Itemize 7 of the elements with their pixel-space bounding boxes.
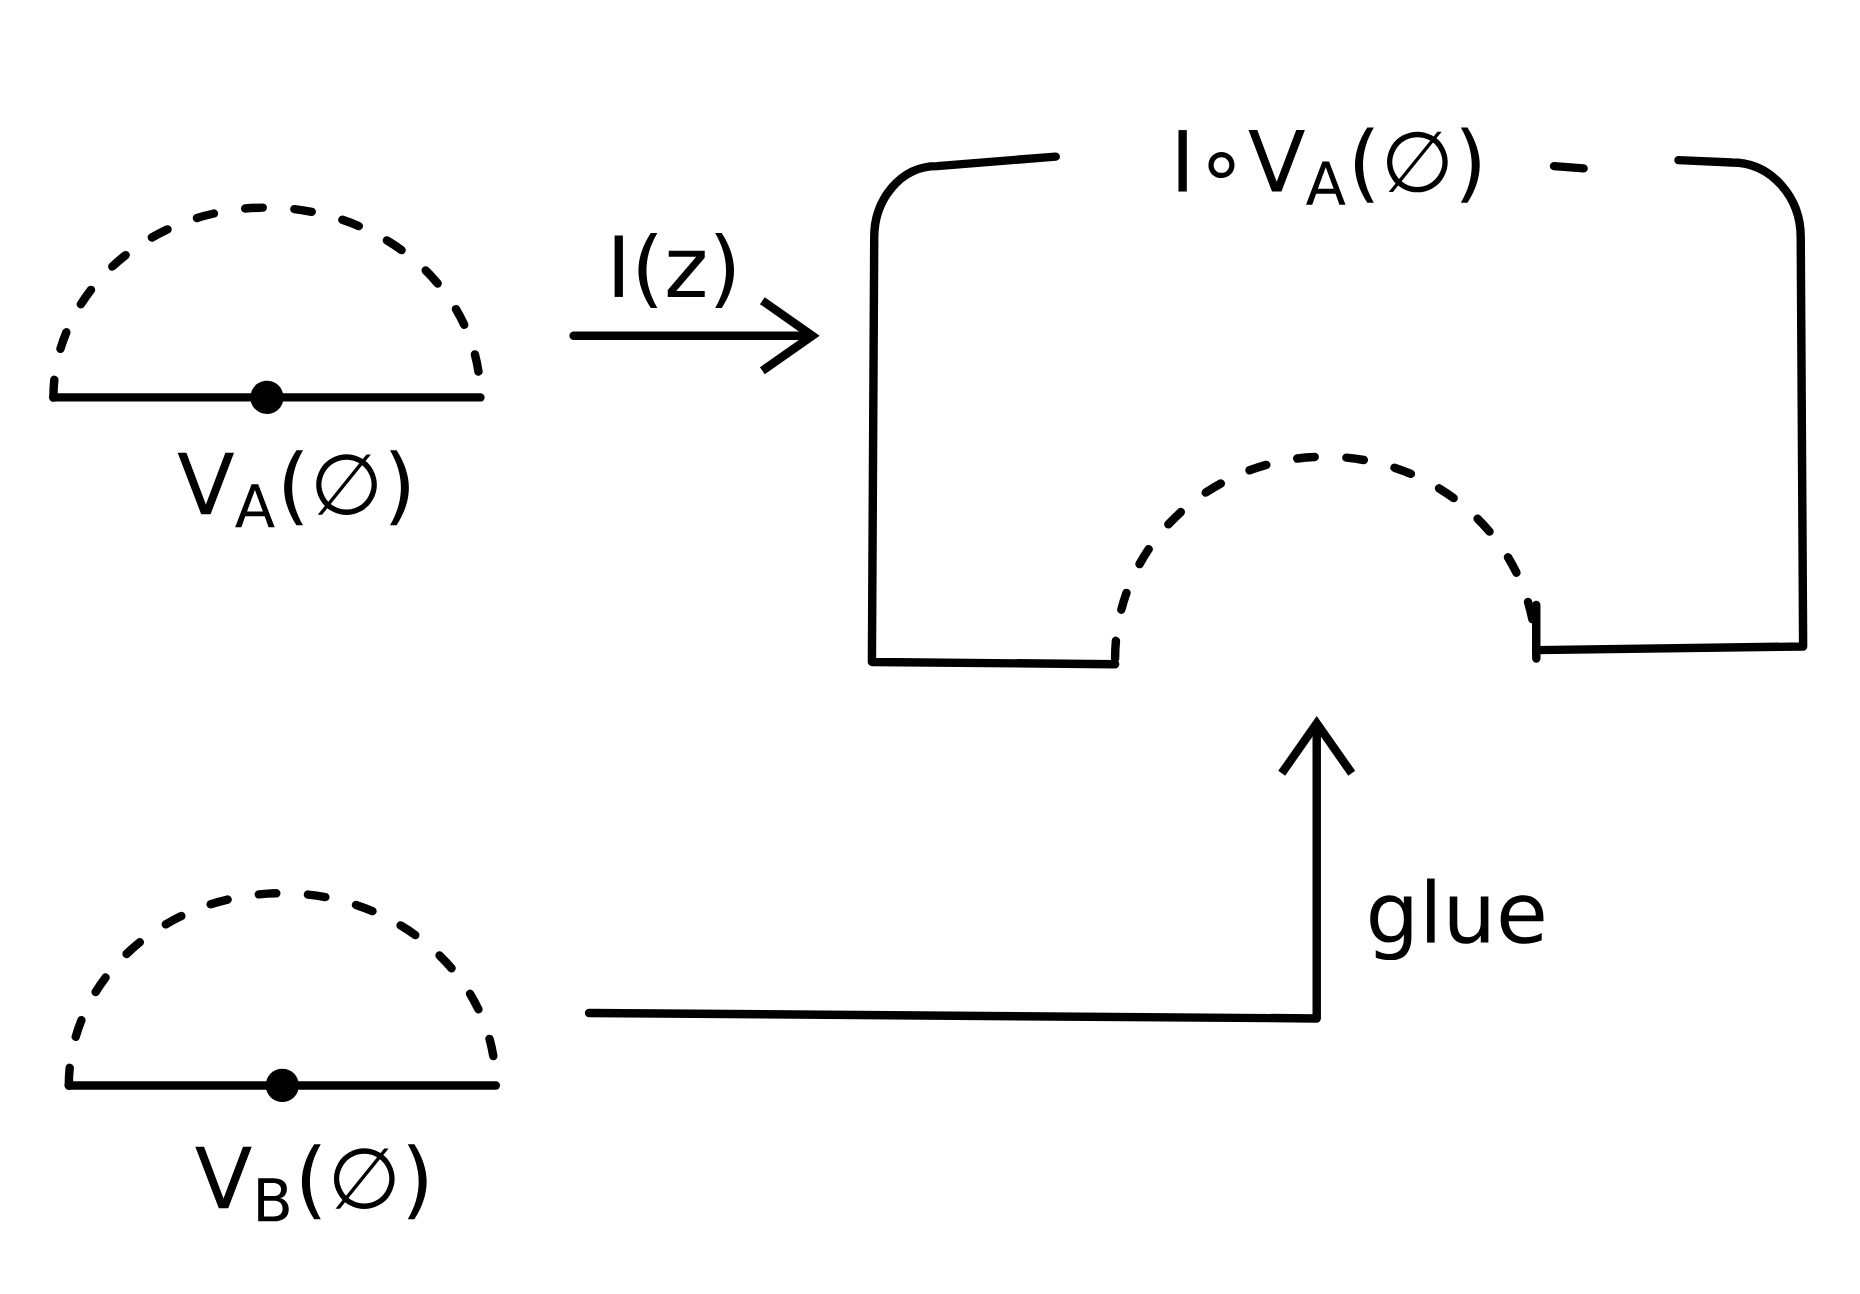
edge-label: glue — [1370, 878, 1544, 960]
arrow — [569, 297, 820, 375]
set-label: V$_{B}$(∅) — [195, 1144, 427, 1222]
set-label: I∘V$_{A}$(∅) — [1178, 127, 1480, 205]
arrow — [584, 715, 1356, 1023]
edge-label: I(z) — [614, 232, 734, 308]
set-label: V$_{A}$(∅) — [177, 450, 409, 528]
